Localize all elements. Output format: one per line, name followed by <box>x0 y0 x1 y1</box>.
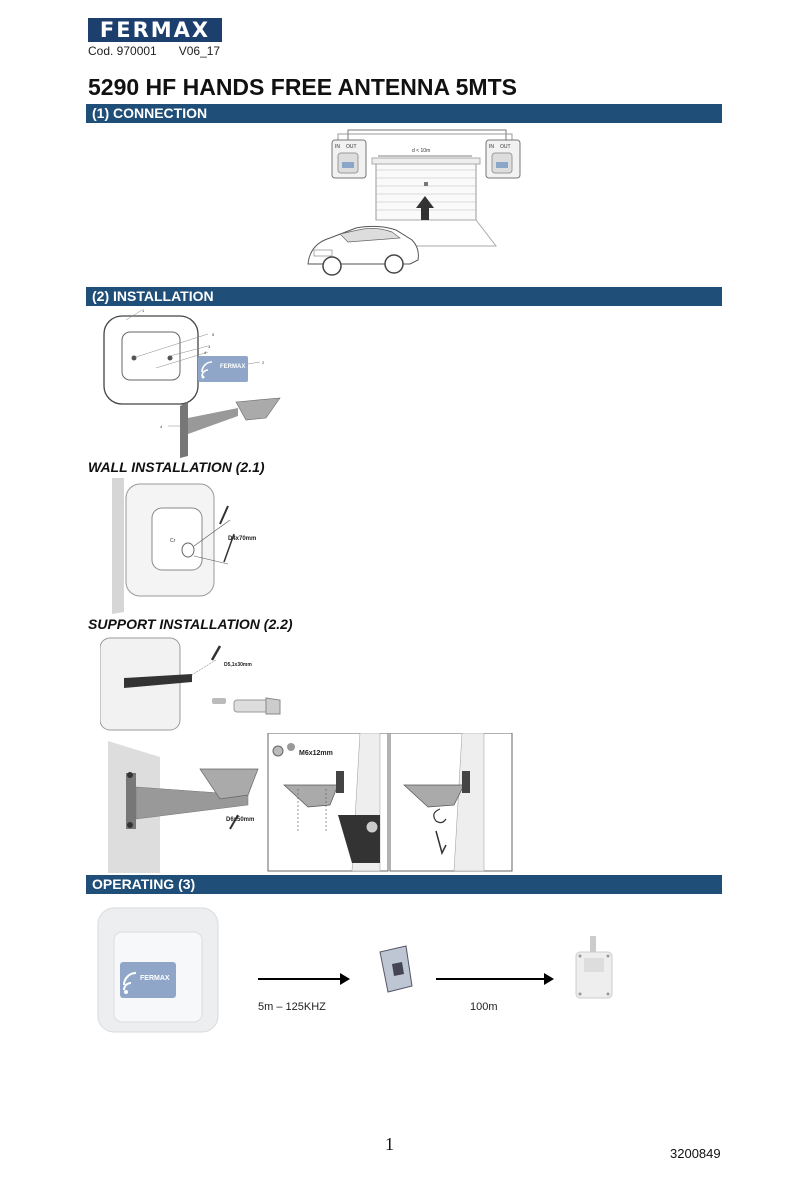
document-number: 3200849 <box>670 1146 721 1161</box>
wall-installation-figure: Cr D4x70mm <box>112 478 256 614</box>
support-bracket <box>180 402 188 458</box>
subtitle-support-installation: SUPPORT INSTALLATION (2.2) <box>88 616 293 632</box>
callout-1: 1 <box>142 308 145 313</box>
support-mounting-figure: D6x50mm M6x12mm <box>108 733 513 873</box>
operating-badge-logo: FERMAX <box>140 975 170 982</box>
callout-bracket: 4 <box>160 424 163 429</box>
in-label-left: IN <box>335 144 340 150</box>
range-label-1: 5m – 125KHZ <box>258 1001 326 1013</box>
code-number: Cod. 970001 <box>88 44 157 58</box>
section-band-connection: (1) CONNECTION <box>86 104 722 123</box>
out-label-right: OUT <box>500 144 511 150</box>
support-screw-bottom-label: D6x50mm <box>226 817 254 823</box>
version: V06_17 <box>178 44 221 58</box>
operating-figure: FERMAX 5m – 125KHZ 100m <box>97 907 613 1033</box>
callout-4: 4 <box>204 350 207 355</box>
in-label-right: IN <box>489 144 494 150</box>
section-band-installation: (2) INSTALLATION <box>86 287 722 306</box>
section-title-installation: (2) INSTALLATION <box>92 288 214 304</box>
out-label-left: OUT <box>346 144 357 150</box>
svg-text:Cr: Cr <box>170 538 176 544</box>
section-title-operating: OPERATING (3) <box>92 876 196 892</box>
badge-logo: FERMAX <box>220 364 245 370</box>
support-screw-top-label: D5,1x30mm <box>224 662 252 668</box>
page-title: 5290 HF HANDS FREE ANTENNA 5MTS <box>88 74 517 100</box>
section-band-operating: OPERATING (3) <box>86 875 722 894</box>
receiver-device <box>575 936 613 999</box>
callout-2: 2 <box>262 360 265 365</box>
support-installation-figure: D5,1x30mm <box>100 637 281 731</box>
callout-5: 5 <box>212 332 215 337</box>
support-screw-m6-label: M6x12mm <box>299 750 333 757</box>
callout-3: 3 <box>208 344 211 349</box>
distance-label: d < 10m <box>412 148 430 154</box>
range-label-2: 100m <box>470 1001 498 1013</box>
wall-screw-label: D4x70mm <box>228 536 256 542</box>
connection-figure: IN OUT IN OUT d < 10m <box>307 129 521 276</box>
fermax-logo: FERMAX <box>88 18 222 42</box>
operating-fermax-badge <box>120 962 176 998</box>
subtitle-wall-installation: WALL INSTALLATION (2.1) <box>88 459 265 475</box>
hands-free-card <box>379 945 413 993</box>
document-code: Cod. 970001 V06_17 <box>88 44 242 58</box>
section-title-connection: (1) CONNECTION <box>92 105 208 121</box>
installation-figure: 1 5 3 4 FERMAX 2 4 <box>103 308 281 458</box>
page-number: 1 <box>385 1134 394 1154</box>
